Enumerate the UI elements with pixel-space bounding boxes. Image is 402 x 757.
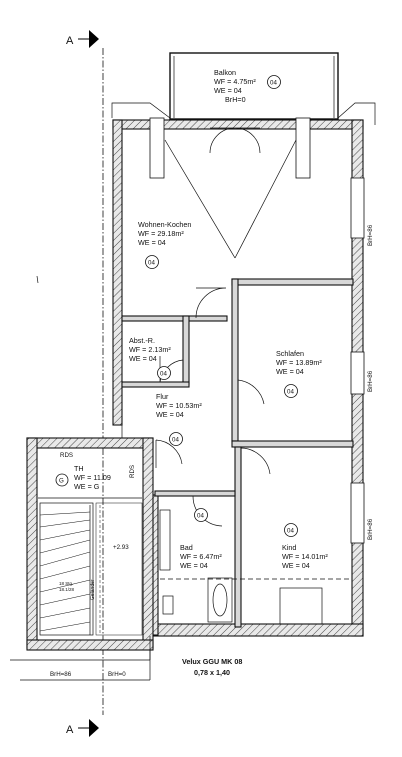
svg-text:Schlafen: Schlafen (276, 349, 304, 358)
svg-text:WF = 11.09: WF = 11.09 (74, 473, 111, 482)
svg-text:BrH=0: BrH=0 (225, 95, 246, 104)
svg-text:WF = 4.75m²: WF = 4.75m² (214, 77, 256, 86)
room-label-flur: Flur WF = 10.53m² WE = 04 04 (156, 392, 202, 446)
svg-text:WE = 04: WE = 04 (129, 354, 157, 363)
svg-text:WE = 04: WE = 04 (156, 410, 184, 419)
room-label-bad: Bad WF = 6.47m² WE = 04 04 (180, 508, 222, 570)
svg-text:G: G (59, 478, 64, 485)
room-label-wohnen: Wohnen-Kochen WF = 29.18m² WE = 04 04 (138, 220, 191, 269)
room-label-th: TH WF = 11.09 WE = G G (55, 464, 111, 491)
svg-text:Bad: Bad (180, 543, 193, 552)
svg-text:WF = 29.18m²: WF = 29.18m² (138, 229, 184, 238)
svg-text:Kind: Kind (282, 543, 296, 552)
svg-text:WE = 04: WE = 04 (138, 238, 166, 247)
svg-text:04: 04 (287, 528, 294, 535)
svg-text:Balkon: Balkon (214, 68, 236, 77)
svg-text:04: 04 (148, 260, 155, 267)
section-letter-bottom: A (66, 724, 74, 736)
velux-model: Velux GGU MK 08 (182, 657, 242, 666)
level-marker: +2.93 (113, 544, 129, 551)
room-label-balkon: Balkon WF = 4.75m² WE = 04 BrH=0 04 (214, 68, 281, 104)
room-label-kind: Kind WF = 14.01m² WE = 04 04 (282, 523, 328, 570)
svg-text:Wohnen-Kochen: Wohnen-Kochen (138, 220, 191, 229)
svg-text:TH: TH (74, 464, 84, 473)
section-marker-bottom: A (66, 719, 99, 737)
svg-text:04: 04 (287, 389, 294, 396)
brh-kind: BrH=86 (367, 518, 374, 540)
right-windows (350, 177, 365, 544)
brh-wohnen: BrH=86 (367, 224, 374, 246)
stair-steps: 18 Stg. (59, 581, 73, 586)
roof-edge-left (111, 102, 171, 119)
railing-label: Geländer (90, 579, 96, 600)
section-letter-top: A (66, 35, 74, 47)
svg-text:WE = 04: WE = 04 (276, 367, 304, 376)
balcony-doors (149, 117, 311, 259)
room-label-abst: Abst.-R. WF = 2.13m² WE = 04 04 (129, 336, 171, 380)
section-marker-top: A (66, 30, 99, 48)
svg-text:04: 04 (197, 513, 204, 520)
svg-text:WF = 6.47m²: WF = 6.47m² (180, 552, 222, 561)
margin-mark (36, 275, 39, 284)
stair-dims: 18.1/28 (59, 587, 75, 592)
svg-text:04: 04 (172, 437, 179, 444)
svg-text:WF = 10.53m²: WF = 10.53m² (156, 401, 202, 410)
room-label-schlafen: Schlafen WF = 13.89m² WE = 04 04 (276, 349, 322, 398)
svg-text:04: 04 (160, 371, 167, 378)
bathroom-fixtures (159, 509, 352, 625)
stairwell (26, 425, 154, 651)
roof-edge-right (337, 102, 376, 125)
svg-text:WE = 04: WE = 04 (180, 561, 208, 570)
svg-text:WE = 04: WE = 04 (282, 561, 310, 570)
svg-text:Flur: Flur (156, 392, 169, 401)
brh-bottom-left: BrH=86 (50, 671, 72, 678)
velux-size: 0,78 x 1,40 (194, 668, 230, 677)
svg-text:Abst.-R.: Abst.-R. (129, 336, 155, 345)
svg-text:WE = 04: WE = 04 (214, 86, 242, 95)
svg-text:WF = 2.13m²: WF = 2.13m² (129, 345, 171, 354)
svg-text:WF = 13.89m²: WF = 13.89m² (276, 358, 322, 367)
rds-top: RDS (60, 452, 73, 459)
balcony (169, 52, 339, 120)
svg-text:04: 04 (270, 80, 277, 87)
svg-text:WE = G: WE = G (74, 482, 100, 491)
rds-side: RDS (129, 465, 136, 478)
interior-walls (121, 278, 354, 628)
svg-text:WF = 14.01m²: WF = 14.01m² (282, 552, 328, 561)
brh-bottom-mid: BrH=0 (108, 671, 126, 678)
brh-schlafen: BrH=86 (367, 370, 374, 392)
